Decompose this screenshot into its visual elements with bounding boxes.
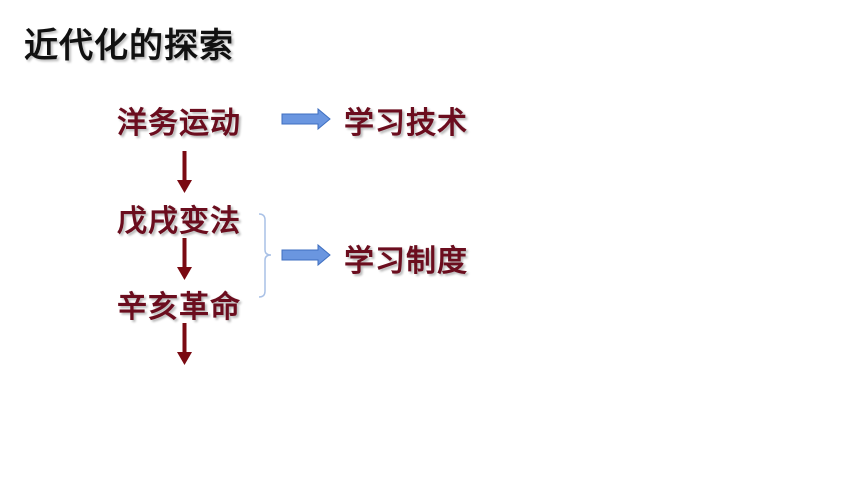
down-arrow-3	[177, 323, 192, 365]
result-learn-institutions: 学习制度	[344, 244, 468, 279]
stage-yangwu-movement: 洋务运动	[117, 106, 241, 141]
stage-wuxu-reform: 戊戌变法	[117, 204, 241, 239]
right-arrow-2	[281, 243, 331, 267]
down-arrow-2	[177, 238, 192, 280]
group-bracket	[258, 213, 272, 298]
result-learn-technology: 学习技术	[344, 106, 468, 141]
right-arrow-1	[281, 107, 331, 131]
page-title: 近代化的探索	[24, 26, 234, 66]
down-arrow-1	[177, 151, 192, 193]
stage-xinhai-revolution: 辛亥革命	[117, 290, 241, 325]
